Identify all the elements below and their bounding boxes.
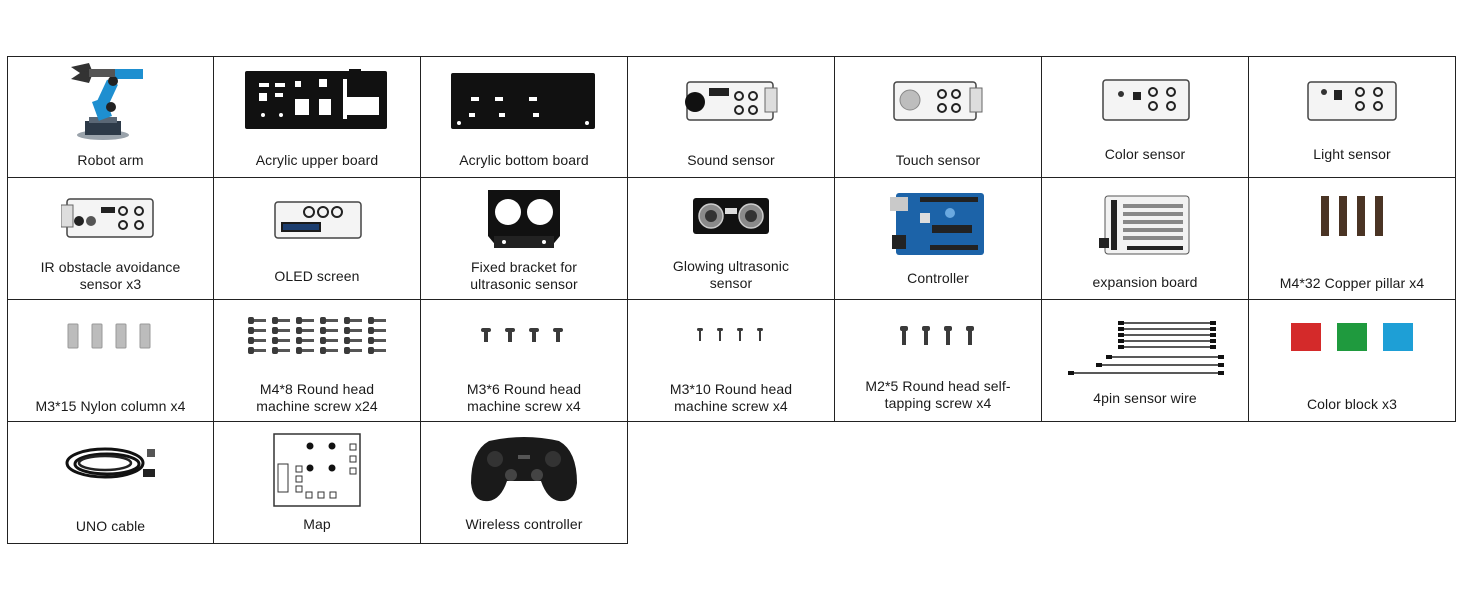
touch-sensor-icon bbox=[835, 59, 1041, 143]
part-label: M4*8 Round head machine screw x24 bbox=[256, 381, 378, 414]
part-label: M3*6 Round head machine screw x4 bbox=[466, 381, 582, 414]
gamepad-icon bbox=[421, 426, 627, 510]
part-label: M3*15 Nylon column x4 bbox=[35, 398, 186, 414]
part-label: Acrylic upper board bbox=[255, 152, 379, 168]
robot-arm-icon bbox=[8, 59, 213, 143]
light-sensor-icon bbox=[1249, 59, 1455, 143]
oled-screen-icon bbox=[214, 178, 420, 262]
part-cell-ultrasonic-bracket: Fixed bracket for ultrasonic sensor bbox=[421, 178, 628, 300]
m3x10-screw-icon bbox=[628, 294, 834, 378]
part-label: Touch sensor bbox=[895, 152, 981, 168]
part-cell-robot-arm: Robot arm bbox=[7, 56, 214, 178]
part-cell-oled-screen: OLED screen bbox=[214, 178, 421, 300]
part-label: Robot arm bbox=[77, 152, 144, 168]
part-cell-sensor-wire: 4pin sensor wire bbox=[1042, 300, 1249, 422]
part-label: OLED screen bbox=[274, 268, 360, 284]
part-cell-color-sensor: Color sensor bbox=[1042, 56, 1249, 178]
part-label: Controller bbox=[907, 270, 969, 286]
part-label: Wireless controller bbox=[465, 516, 583, 532]
map-icon bbox=[214, 428, 420, 512]
part-label: Map bbox=[303, 516, 331, 532]
part-cell-nylon-column: M3*15 Nylon column x4 bbox=[7, 300, 214, 422]
part-cell-color-block: Color block x3 bbox=[1249, 300, 1456, 422]
part-cell-ir-sensor: IR obstacle avoidance sensor x3 bbox=[7, 178, 214, 300]
ir-sensor-icon bbox=[8, 176, 213, 260]
part-cell-sound-sensor: Sound sensor bbox=[628, 56, 835, 178]
part-label: 4pin sensor wire bbox=[1093, 390, 1197, 406]
controller-board-icon bbox=[835, 182, 1041, 266]
part-label: Color block x3 bbox=[1306, 396, 1398, 412]
part-cell-expansion-board: expansion board bbox=[1042, 178, 1249, 300]
part-cell-m2-screw: M2*5 Round head self-tapping screw x4 bbox=[835, 300, 1042, 422]
expansion-board-icon bbox=[1042, 184, 1248, 268]
acrylic-upper-board-icon bbox=[214, 59, 420, 143]
part-label: M2*5 Round head self-tapping screw x4 bbox=[865, 378, 1011, 411]
part-label: IR obstacle avoidance sensor x3 bbox=[40, 259, 181, 292]
part-cell-m3x10-screw: M3*10 Round head machine screw x4 bbox=[628, 300, 835, 422]
part-label: M4*32 Copper pillar x4 bbox=[1279, 275, 1425, 291]
part-cell-acrylic-upper-board: Acrylic upper board bbox=[214, 56, 421, 178]
color-block-icon bbox=[1249, 296, 1455, 380]
ultrasonic-sensor-icon bbox=[628, 174, 834, 258]
part-cell-ultrasonic-sensor: Glowing ultrasonic sensor bbox=[628, 178, 835, 300]
acrylic-bottom-board-icon bbox=[421, 59, 627, 143]
part-label: M3*10 Round head machine screw x4 bbox=[669, 381, 793, 414]
m3x6-screw-icon bbox=[421, 294, 627, 378]
nylon-column-icon bbox=[8, 294, 213, 378]
part-cell-light-sensor: Light sensor bbox=[1249, 56, 1456, 178]
part-cell-touch-sensor: Touch sensor bbox=[835, 56, 1042, 178]
part-label: Color sensor bbox=[1104, 146, 1186, 162]
m4-screw-icon bbox=[214, 294, 420, 378]
sound-sensor-icon bbox=[628, 59, 834, 143]
part-label: Light sensor bbox=[1313, 146, 1391, 162]
usb-cable-icon bbox=[8, 422, 213, 506]
part-cell-controller: Controller bbox=[835, 178, 1042, 300]
part-cell-acrylic-bottom-board: Acrylic bottom board bbox=[421, 56, 628, 178]
part-cell-map: Map bbox=[214, 422, 421, 544]
part-label: expansion board bbox=[1092, 274, 1198, 290]
part-cell-m3x6-screw: M3*6 Round head machine screw x4 bbox=[421, 300, 628, 422]
m2-screw-icon bbox=[835, 294, 1041, 378]
sensor-wire-icon bbox=[1042, 304, 1248, 388]
part-cell-copper-pillar: M4*32 Copper pillar x4 bbox=[1249, 178, 1456, 300]
color-sensor-icon bbox=[1042, 59, 1248, 143]
part-label: UNO cable bbox=[75, 518, 146, 534]
part-label: Fixed bracket for ultrasonic sensor bbox=[470, 259, 578, 292]
copper-pillar-icon bbox=[1249, 174, 1455, 258]
part-label: Glowing ultrasonic sensor bbox=[672, 258, 790, 291]
part-label: Sound sensor bbox=[687, 152, 775, 168]
part-cell-usb-cable: UNO cable bbox=[7, 422, 214, 544]
part-cell-m4-screw: M4*8 Round head machine screw x24 bbox=[214, 300, 421, 422]
ultrasonic-bracket-icon bbox=[421, 178, 627, 262]
part-label: Acrylic bottom board bbox=[459, 152, 589, 168]
part-cell-wireless-controller: Wireless controller bbox=[421, 422, 628, 544]
